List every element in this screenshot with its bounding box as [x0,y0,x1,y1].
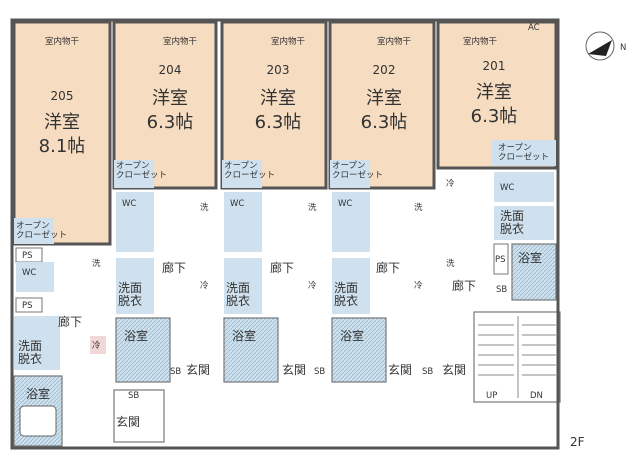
unit-201-drying: 室内物干 [463,36,498,47]
unit-204-room-type: 洋室 [152,88,188,109]
unit-202-wash: 洗面脱衣 [334,281,358,308]
unit-205-ps-1: PS [22,251,33,261]
unit-203-sink: 洗 [308,202,317,213]
unit-202-wc: WC [338,199,352,209]
unit-205-ps-2: PS [22,301,33,311]
unit-201-number: 201 [483,59,506,73]
unit-201: 室内物干 AC 201 洋室 6.3帖 オープンクローゼット WC 洗面脱衣 P… [436,20,558,377]
floor-label: 2F [570,435,585,449]
unit-201-wc: WC [500,183,514,193]
unit-201-closet: オープンクローゼット [498,143,549,162]
unit-201-room-type: 洋室 [476,82,512,103]
unit-205-room [14,22,110,244]
unit-201-fridge: 冷 [446,178,455,189]
unit-204-entrance: 玄関 [186,362,210,377]
unit-202-size: 6.3帖 [361,112,408,133]
unit-205-entrance: 玄関 [116,414,140,429]
unit-201-sink: 洗 [446,258,455,269]
unit-202-drying: 室内物干 [377,36,412,47]
outer-walls [10,18,560,450]
unit-201-ps: PS [495,255,506,265]
unit-203-bath: 浴室 [232,328,256,343]
compass: N [585,31,626,61]
stairs: UP DN [473,311,561,403]
unit-203-wash: 洗面脱衣 [226,281,250,308]
unit-205-number: 205 [51,89,74,103]
unit-204: 室内物干 204 洋室 6.3帖 オープンクローゼット WC 洗面脱衣 浴室 S… [112,20,218,383]
unit-205: 室内物干 205 洋室 8.1帖 オープンクローゼット PS WC PS 洗面脱… [12,20,165,447]
unit-201-bath: 浴室 [518,250,542,265]
unit-201-sb: SB [496,285,507,295]
unit-203-sb: SB [314,367,325,377]
unit-205-fridge: 冷 [92,340,101,351]
unit-202-closet: オープンクローゼット [332,161,383,180]
unit-204-bath: 浴室 [124,328,148,343]
unit-203-fridge: 冷 [308,280,317,291]
unit-205-wash: 洗面脱衣 [18,339,42,366]
stairs-up-label: UP [486,391,497,401]
unit-205-closet: オープンクローゼット [16,221,67,240]
unit-202-number: 202 [373,63,396,77]
unit-203-number: 203 [267,63,290,77]
stairs-down-label: DN [530,391,543,401]
unit-203-closet: オープンクローゼット [224,161,275,180]
unit-202: 室内物干 202 洋室 6.3帖 オープンクローゼット WC 洗面脱衣 浴室 S… [328,20,436,383]
unit-203-drying: 室内物干 [271,36,306,47]
unit-205-room-type: 洋室 [44,112,80,133]
unit-205-sb: SB [128,391,139,401]
unit-203-size: 6.3帖 [255,112,302,133]
unit-205-wc: WC [22,268,36,278]
unit-205-hall: 廊下 [58,314,82,329]
unit-203-entrance: 玄関 [282,362,306,377]
unit-203-room-type: 洋室 [260,88,296,109]
unit-204-wash: 洗面脱衣 [118,281,142,308]
unit-205-size: 8.1帖 [39,136,86,157]
unit-202-entrance: 玄関 [388,362,412,377]
unit-202-sb: SB [422,367,433,377]
unit-204-hall: 廊下 [162,260,186,275]
unit-201-ac: AC [528,23,540,33]
unit-204-fridge: 冷 [200,280,209,291]
unit-204-drying: 室内物干 [163,36,198,47]
unit-204-wc: WC [122,199,136,209]
unit-202-bath: 浴室 [340,328,364,343]
unit-205-sink: 洗 [92,258,101,269]
unit-202-room-type: 洋室 [366,88,402,109]
compass-north: N [620,43,626,53]
unit-205-bath: 浴室 [26,386,50,401]
unit-204-number: 204 [159,63,182,77]
unit-203-hall: 廊下 [270,260,294,275]
unit-203-wc: WC [230,199,244,209]
unit-204-closet: オープンクローゼット [116,161,167,180]
unit-202-sink: 洗 [414,202,423,213]
unit-202-hall: 廊下 [376,260,400,275]
unit-203: 室内物干 203 洋室 6.3帖 オープンクローゼット WC 洗面脱衣 浴室 S… [220,20,328,383]
unit-204-sb: SB [170,367,181,377]
unit-201-hall: 廊下 [452,278,476,293]
unit-205-drying: 室内物干 [45,36,80,47]
unit-202-fridge: 冷 [414,280,423,291]
unit-201-wash: 洗面脱衣 [500,209,524,236]
unit-204-size: 6.3帖 [147,112,194,133]
unit-201-size: 6.3帖 [471,106,518,127]
unit-204-sink: 洗 [200,202,209,213]
unit-201-entrance: 玄関 [442,362,466,377]
